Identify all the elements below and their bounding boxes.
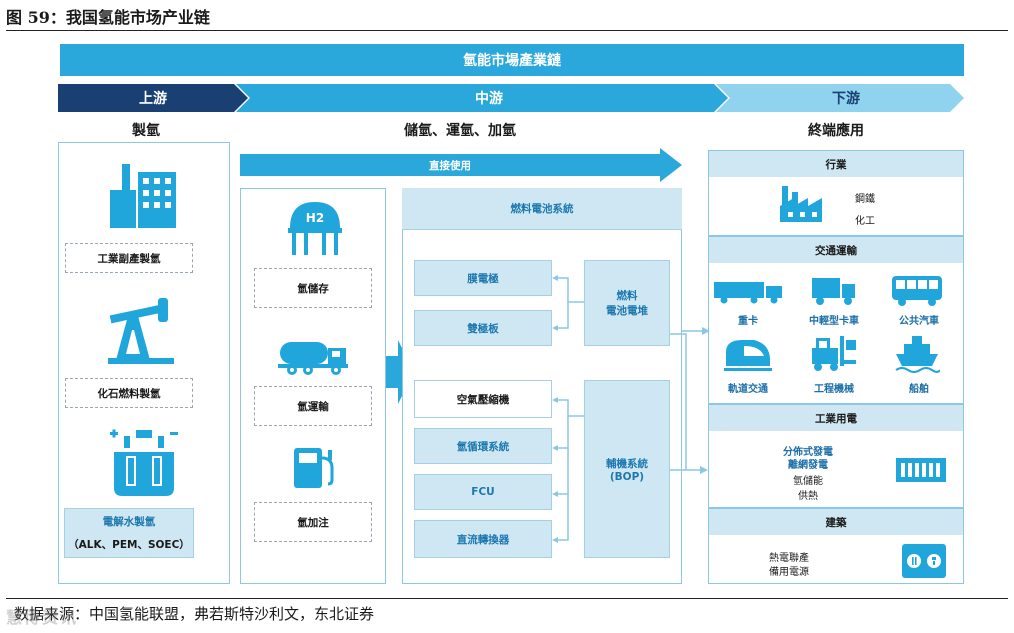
power-title: 工業用電 — [709, 405, 963, 431]
fuel-cell-title: 燃料電池系統 — [402, 188, 682, 230]
fuel-cell-stack: 燃料 電池電堆 — [584, 260, 670, 346]
forklift-icon — [812, 336, 856, 371]
h2-symbol: H2 — [306, 211, 324, 225]
upstream-label: 上游 — [139, 91, 167, 107]
power-item-distributed: 分佈式發電 — [783, 447, 833, 458]
bop-part-fcu: FCU — [414, 474, 552, 510]
ship-icon — [895, 336, 940, 373]
industry-item-steel: 鋼鐵 — [855, 194, 875, 205]
downstream-sub: 終端應用 — [808, 123, 864, 139]
fuel-pump-icon — [294, 448, 334, 488]
building-item-chp: 熱電聯產 — [769, 553, 809, 564]
top-rule — [6, 30, 1008, 31]
power-item-heating: 供熱 — [798, 491, 818, 502]
direct-use-arrow — [240, 148, 682, 182]
building-item-backup: 備用電源 — [769, 567, 809, 578]
source-note: 数据来源：中国氢能联盟，弗若斯特沙利文，东北证券 — [14, 605, 375, 623]
heavy-truck-icon — [714, 282, 782, 304]
power-outlet-icon — [902, 544, 946, 578]
oil-pump-icon — [108, 298, 174, 364]
upstream-sub: 製氫 — [132, 123, 160, 139]
bop-part-dcdc: 直流轉換器 — [414, 520, 552, 558]
transport-panel — [708, 236, 964, 404]
downstream-label: 下游 — [832, 91, 860, 107]
upstream-item-electrolysis: 電解水製氫 （ALK、PEM、SOEC） — [64, 508, 194, 558]
transport-item-construction: 工程機械 — [814, 384, 854, 395]
electrolysis-types: （ALK、PEM、SOEC） — [68, 539, 190, 551]
tanker-truck-icon — [278, 342, 348, 375]
chain-banner: 氫能市場產業鏈 — [60, 44, 964, 76]
upstream-item-fossil: 化石燃料製氫 — [65, 378, 193, 408]
bop-part-compressor: 空氣壓縮機 — [414, 380, 552, 418]
midstream-label: 中游 — [475, 91, 503, 107]
midstream-arrow — [386, 340, 414, 404]
transport-item-rail: 軌道交通 — [728, 384, 768, 395]
light-truck-icon — [812, 278, 855, 305]
bop-part-hydrogen-loop: 氫循環系統 — [414, 428, 552, 464]
hydrogen-tank-icon: H2 — [288, 202, 342, 255]
downstream-connector-top — [682, 327, 710, 335]
bop-system: 輔機系統 (BOP) — [584, 380, 670, 558]
midstream-item-transport: 氫運輸 — [254, 386, 372, 426]
fuel-cell-connectors — [552, 275, 584, 543]
stack-part-membrane: 膜電極 — [414, 260, 552, 296]
midstream-item-storage: 氫儲存 — [254, 268, 372, 308]
midstream-sub: 儲氫、運氫、加氫 — [404, 123, 516, 139]
factory-icon — [110, 164, 176, 228]
upstream-item-industrial: 工業副產製氫 — [65, 243, 193, 273]
stage-chevrons — [58, 84, 964, 112]
stack-part-bipolar: 雙極板 — [414, 310, 552, 346]
figure-title: 图 59：我国氢能市场产业链 — [6, 8, 210, 27]
industry-factory-icon — [780, 186, 822, 222]
industry-item-chemical: 化工 — [855, 216, 875, 227]
power-item-offgrid: 離網發電 — [788, 460, 828, 471]
downstream-connectors — [670, 333, 708, 474]
electrolysis-label: 電解水製氫 — [102, 516, 156, 528]
train-icon — [724, 340, 772, 371]
direct-use-label: 直接使用 — [429, 159, 471, 172]
midstream-item-refueling: 氫加注 — [254, 502, 372, 542]
chevron-midstream — [236, 84, 728, 112]
transport-title: 交通運輸 — [709, 237, 963, 263]
transport-item-ship: 船舶 — [909, 384, 929, 395]
chevron-downstream — [716, 84, 964, 112]
watermark: 慧博资讯 — [6, 608, 79, 627]
building-title: 建築 — [709, 509, 963, 535]
battery-icon — [896, 458, 946, 482]
bus-icon — [892, 276, 942, 306]
transport-item-bus: 公共汽車 — [899, 316, 939, 327]
chevron-upstream — [58, 84, 248, 112]
electrolyzer-icon — [110, 429, 178, 496]
industry-title: 行業 — [709, 151, 963, 177]
transport-item-heavy-truck: 重卡 — [738, 316, 758, 327]
bottom-rule — [6, 598, 1008, 599]
transport-item-light-truck: 中輕型卡車 — [809, 316, 859, 327]
power-item-storage: 氫儲能 — [793, 476, 823, 487]
